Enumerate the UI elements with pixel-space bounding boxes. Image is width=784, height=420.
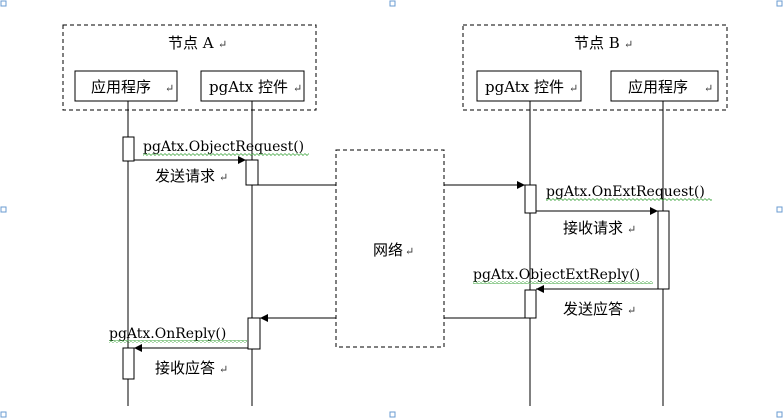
node-a-ctrl-label: pgAtx 控件 (209, 78, 288, 96)
label-on-reply: pgAtx.OnReply() (109, 326, 226, 342)
handle-left-mid[interactable] (0, 206, 7, 213)
label-receive-reply: 接收应答 (155, 359, 215, 377)
node-a-app-box (74, 70, 178, 102)
node-a-title: 节点 A (168, 34, 214, 52)
label-on-ext-request: pgAtx.OnExtRequest() (546, 184, 705, 200)
spellcheck-underline (143, 153, 309, 156)
network-node: 网络 ↵ (335, 149, 445, 348)
spellcheck-underline (546, 198, 712, 201)
handle-bottom-left[interactable] (0, 411, 7, 418)
node-b-app-box (610, 70, 719, 102)
handle-top-mid[interactable] (389, 0, 396, 7)
messages (134, 156, 658, 352)
node-b-app-label: 应用程序 (628, 78, 688, 96)
node-a-app-label: 应用程序 (91, 78, 151, 96)
node-b: 节点 B ↵ pgAtx 控件 ↵ 应用程序 ↵ (462, 24, 728, 111)
para-mark: ↵ (624, 38, 633, 51)
spellcheck-underline (109, 340, 247, 343)
para-mark: ↵ (165, 82, 174, 95)
node-b-title: 节点 B (574, 34, 620, 52)
para-mark: ↵ (704, 82, 713, 95)
para-mark: ↵ (219, 171, 228, 184)
para-mark: ↵ (569, 82, 578, 95)
handle-bottom-mid[interactable] (389, 411, 396, 418)
spellcheck-underline (473, 281, 653, 284)
para-mark: ↵ (627, 304, 636, 317)
message-labels: pgAtx.ObjectRequest() 发送请求 ↵ pgAtx.OnExt… (109, 139, 712, 377)
node-a-ctrl-box (200, 70, 305, 102)
activation-b-app-1 (657, 210, 670, 290)
para-mark: ↵ (627, 223, 636, 236)
label-send-reply: 发送应答 (563, 300, 623, 318)
handle-bottom-right[interactable] (776, 411, 783, 418)
label-receive-request: 接收请求 (563, 219, 623, 237)
para-mark: ↵ (219, 363, 228, 376)
activations (122, 136, 670, 380)
handle-top-right[interactable] (776, 0, 783, 7)
label-send-request: 发送请求 (155, 167, 215, 185)
node-a-border (62, 24, 317, 111)
activation-a-ctrl-2 (247, 317, 261, 350)
activation-b-ctrl-1 (524, 184, 537, 214)
node-b-ctrl-box (476, 70, 582, 102)
activation-a-ctrl-1 (245, 159, 259, 186)
para-mark: ↵ (218, 38, 227, 51)
label-object-ext-reply: pgAtx.ObjectExtReply() (473, 267, 640, 283)
activation-a-app-2 (122, 347, 135, 380)
network-label: 网络 (373, 241, 403, 259)
handle-right-mid[interactable] (776, 206, 783, 213)
label-object-request: pgAtx.ObjectRequest() (143, 139, 304, 155)
para-mark: ↵ (405, 245, 414, 258)
node-a: 节点 A ↵ 应用程序 ↵ pgAtx 控件 ↵ (62, 24, 317, 111)
node-b-ctrl-label: pgAtx 控件 (485, 78, 564, 96)
para-mark: ↵ (293, 82, 302, 95)
handle-top-left[interactable] (0, 0, 7, 7)
activation-b-ctrl-2 (524, 289, 537, 319)
network-box (335, 149, 445, 348)
activation-a-app-1 (122, 136, 135, 162)
